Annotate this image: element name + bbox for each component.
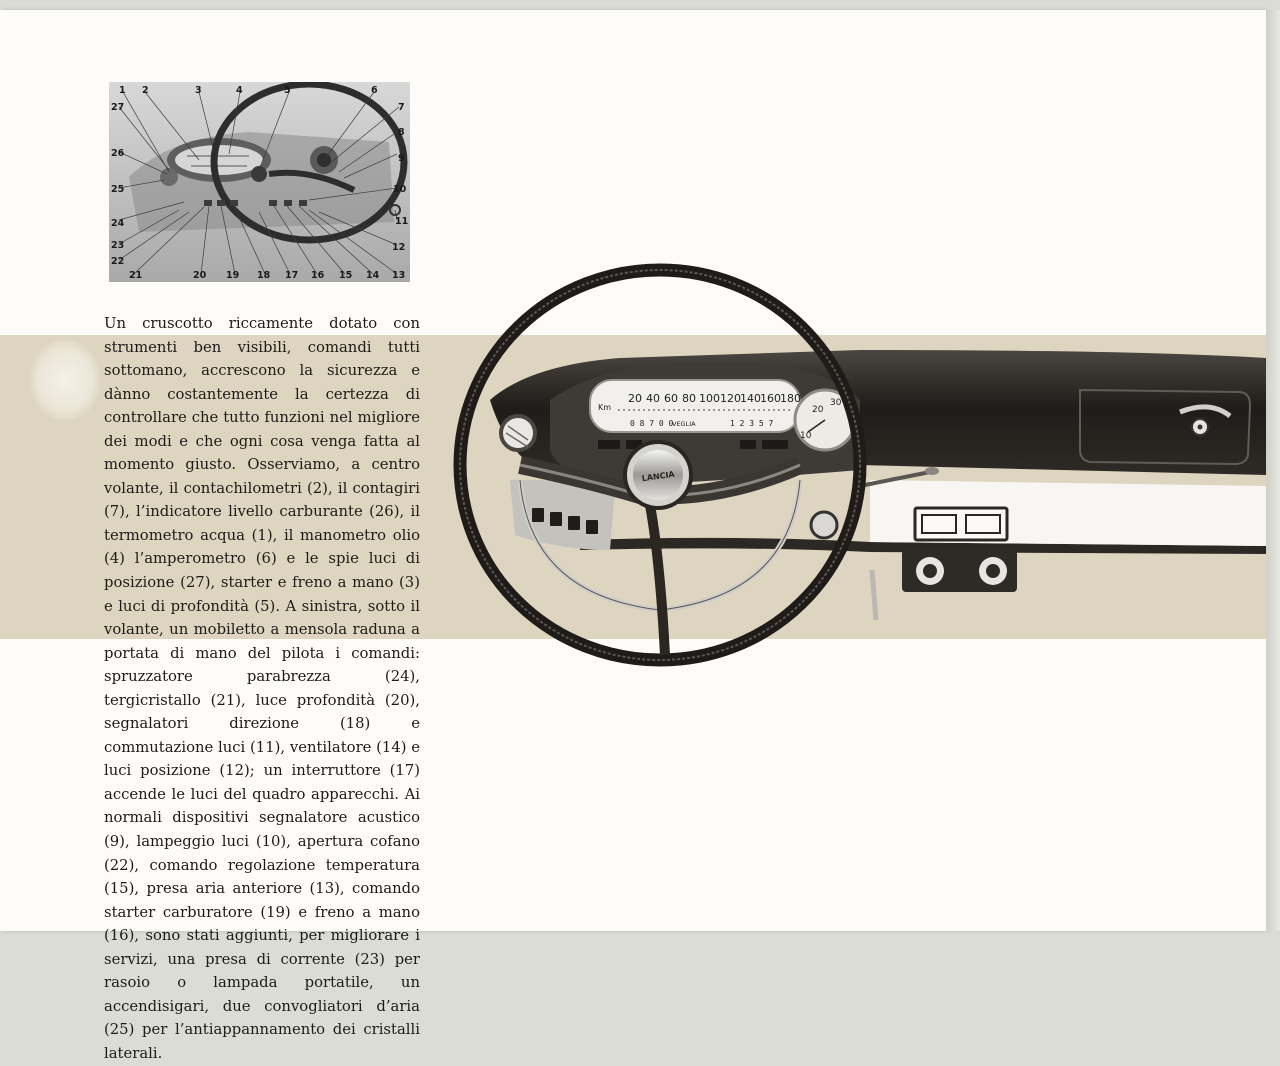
speed-scale-80: 80 <box>682 392 696 405</box>
page-edge <box>1266 10 1280 931</box>
callout-9: 9 <box>398 153 405 164</box>
callout-22: 22 <box>111 256 124 267</box>
speedometer-brand: VEGLIA <box>672 420 696 428</box>
callout-11: 11 <box>395 216 408 227</box>
callout-5: 5 <box>284 85 291 96</box>
speed-scale-40: 40 <box>646 392 660 405</box>
speed-unit: Km <box>598 403 611 412</box>
dashboard-diagram-art: 1 2 3 4 5 6 7 8 9 10 11 12 13 21 20 19 1… <box>109 82 410 282</box>
dashboard-diagram: 1 2 3 4 5 6 7 8 9 10 11 12 13 21 20 19 1… <box>109 82 410 282</box>
callout-17: 17 <box>285 270 298 281</box>
callout-2: 2 <box>142 85 149 96</box>
callout-25: 25 <box>111 184 124 195</box>
tach-scale-10: 10 <box>800 431 812 441</box>
speed-scale-100: 100 <box>699 392 720 405</box>
callout-8: 8 <box>398 127 405 138</box>
trip-meter: 1 2 3 5 7 <box>730 419 774 428</box>
callout-4: 4 <box>236 85 243 96</box>
speed-scale-60: 60 <box>664 392 678 405</box>
callout-19: 19 <box>226 270 239 281</box>
speed-scale-20: 20 <box>628 392 642 405</box>
callout-1: 1 <box>119 85 126 96</box>
callout-23: 23 <box>111 240 124 251</box>
callout-7: 7 <box>398 102 405 113</box>
callout-21: 21 <box>129 270 142 281</box>
callout-27: 27 <box>111 102 124 113</box>
speed-scale-180: 180 <box>780 392 801 405</box>
tach-scale-30: 30 <box>830 398 842 408</box>
worn-paper-patch <box>30 340 100 420</box>
dashboard-illustration-art: Km 20 40 60 80 100 120 140 160 180 0 8 7… <box>453 263 1266 667</box>
callout-24: 24 <box>111 218 125 229</box>
callout-18: 18 <box>257 270 271 281</box>
speed-scale-140: 140 <box>740 392 761 405</box>
speed-scale-160: 160 <box>760 392 781 405</box>
callout-14: 14 <box>366 270 380 281</box>
body-paragraph: Un cruscotto riccamente dotato con strum… <box>104 315 420 1062</box>
callout-16: 16 <box>311 270 325 281</box>
callout-13: 13 <box>392 270 405 281</box>
speed-scale-120: 120 <box>720 392 741 405</box>
callout-20: 20 <box>193 270 207 281</box>
callout-6: 6 <box>371 85 378 96</box>
callout-3: 3 <box>195 85 202 96</box>
callout-15: 15 <box>339 270 352 281</box>
callout-26: 26 <box>111 148 125 159</box>
tach-scale-20: 20 <box>812 405 824 415</box>
callout-10: 10 <box>393 184 407 195</box>
dashboard-illustration: Km 20 40 60 80 100 120 140 160 180 0 8 7… <box>440 250 1266 680</box>
odometer: 0 8 7 0 0 <box>630 419 674 428</box>
callout-12: 12 <box>392 242 405 253</box>
